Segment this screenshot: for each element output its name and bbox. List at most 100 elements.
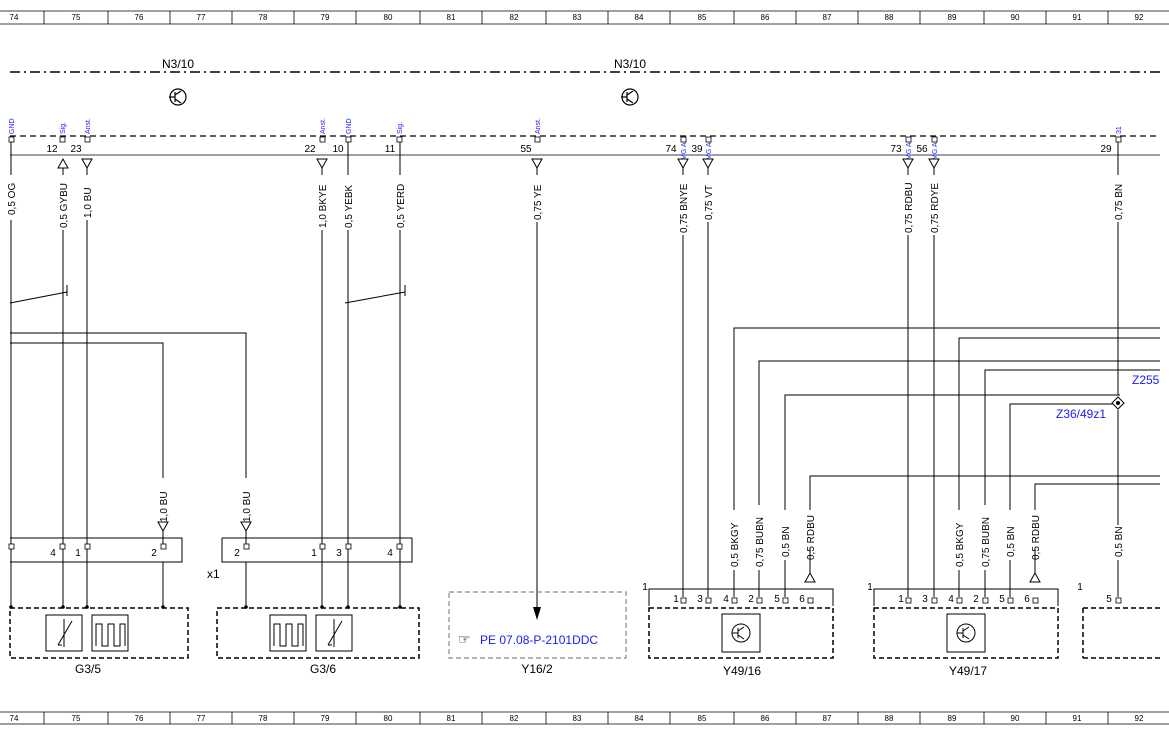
pin-number: 39 — [691, 144, 703, 155]
pin-number: 2 — [973, 594, 979, 605]
ruler-num: 88 — [885, 13, 894, 22]
wires — [9, 142, 1160, 608]
pin-func-label: MG AC — [906, 137, 913, 160]
pin-func-label: 31 — [1116, 126, 1123, 134]
wire-label: 0,5 GYBU — [59, 183, 70, 228]
ruler-num: 92 — [1135, 714, 1144, 723]
pin-func-label: MG AC — [706, 137, 713, 160]
wire-label: 0,75 BUBN — [981, 517, 992, 567]
pin-number: 3 — [336, 548, 342, 559]
ruler-num: 75 — [72, 13, 81, 22]
arrows-lower — [157, 521, 1041, 583]
ruler-num: 82 — [510, 714, 519, 723]
ruler-num: 80 — [384, 13, 393, 22]
sensor-icon — [315, 614, 353, 652]
pin-number: 11 — [385, 144, 396, 155]
pin-number: 4 — [723, 594, 729, 605]
pulse-signal-icon — [91, 614, 129, 652]
ruler-num: 79 — [321, 714, 330, 723]
ruler-num: 74 — [10, 13, 19, 22]
ruler-num: 79 — [321, 13, 330, 22]
pin-func-label: Anst. — [85, 118, 92, 134]
wire-label: 0,5 YERD — [396, 184, 407, 228]
transistor-icon — [169, 88, 187, 106]
wire-label: 0,75 YE — [533, 184, 544, 220]
ruler-num: 85 — [698, 13, 707, 22]
reference-link[interactable]: PE 07.08-P-2101DDC — [480, 633, 598, 647]
pin-function-labels: GND Sig. Anst. Anst. GND Sig. Anst. MG A… — [9, 118, 1123, 160]
ruler-num: 77 — [197, 714, 206, 723]
wire-label: 1,0 BU — [83, 187, 94, 218]
ruler-num: 84 — [635, 13, 644, 22]
pulse-signal-icon — [269, 614, 307, 652]
lower-wires — [162, 562, 247, 607]
component-label-g36: G3/6 — [310, 662, 336, 676]
ruler-num: 81 — [447, 714, 456, 723]
top-ruler-numbers: 74 75 76 77 78 79 80 81 82 83 84 85 86 8… — [10, 13, 1144, 22]
splice-label-z255[interactable]: Z255 — [1132, 373, 1160, 387]
wire-label: 0,75 BN — [1114, 184, 1125, 220]
ruler-num: 78 — [259, 13, 268, 22]
pin-number: 73 — [890, 144, 902, 155]
top-pin-squares — [8, 136, 1122, 143]
ruler-num: 84 — [635, 714, 644, 723]
ruler-num: 92 — [1135, 13, 1144, 22]
component-label-y162: Y16/2 — [521, 662, 553, 676]
component-label-y4917: Y49/17 — [949, 664, 987, 678]
ruler-num: 82 — [510, 13, 519, 22]
pin-number: 1 — [311, 548, 317, 559]
splice-icon — [1111, 396, 1125, 410]
pin-number: 4 — [948, 594, 954, 605]
valve-pin-bar — [648, 588, 1059, 606]
wire-label: 0,5 BN — [1114, 526, 1125, 557]
pin-number: 2 — [234, 548, 240, 559]
ruler-num: 83 — [573, 13, 582, 22]
pin-func-label: Anst. — [535, 118, 542, 134]
pin-func-label: Sig. — [397, 122, 404, 134]
wire-label: 0,5 BN — [1006, 526, 1017, 557]
valve-pin-squares — [680, 597, 1122, 604]
ruler-num: 91 — [1073, 13, 1082, 22]
pin-number: 55 — [520, 144, 532, 155]
sensor-icon — [45, 614, 83, 652]
pin-number: 1 — [75, 548, 81, 559]
ruler-num: 91 — [1073, 714, 1082, 723]
pin-number: 22 — [304, 144, 316, 155]
ruler-num: 78 — [259, 714, 268, 723]
ruler-num: 74 — [10, 714, 19, 723]
connector-pin-squares — [8, 543, 403, 550]
connector-x1 — [10, 537, 413, 563]
pin-number: 5 — [1106, 594, 1112, 605]
bottom-ruler-numbers: 74 75 76 77 78 79 80 81 82 83 84 85 86 8… — [10, 714, 1144, 723]
pin-number: 56 — [916, 144, 928, 155]
wire-label: 1,0 BU — [242, 491, 253, 522]
pin-number: 3 — [697, 594, 703, 605]
ruler-num: 90 — [1011, 714, 1020, 723]
wire-label: 0,5 RDBU — [806, 515, 817, 560]
pin-func-label: GND — [9, 118, 16, 134]
connector-pin-numbers: 4 1 2 2 1 3 4 — [50, 548, 393, 559]
ruler-num: 87 — [823, 13, 832, 22]
pin-number: 1 — [867, 582, 873, 593]
component-boxes — [9, 607, 1160, 659]
pin-number: 1 — [673, 594, 679, 605]
pin-number: 6 — [799, 594, 805, 605]
pin-func-label: GND — [346, 118, 353, 134]
valve-pin-numbers: 1 3 4 2 5 6 1 3 4 2 5 6 1 1 1 5 — [642, 582, 1112, 605]
pin-number: 1 — [898, 594, 904, 605]
wire-label: 0,75 RDBU — [904, 182, 915, 233]
ruler-num: 87 — [823, 714, 832, 723]
pin-number: 74 — [665, 144, 677, 155]
pin-number: 23 — [70, 144, 82, 155]
ruler-num: 80 — [384, 714, 393, 723]
pin-number: 3 — [922, 594, 928, 605]
wire-label: 0,75 VT — [704, 185, 715, 220]
splice-label-z36[interactable]: Z36/49z1 — [1056, 407, 1106, 421]
transistor-icon — [621, 88, 639, 106]
wire-label: 0,5 BN — [781, 526, 792, 557]
wire-label: 0,75 BNYE — [679, 183, 690, 233]
pin-func-label: Anst. — [320, 118, 327, 134]
ruler-num: 86 — [761, 714, 770, 723]
pin-number: 6 — [1024, 594, 1030, 605]
